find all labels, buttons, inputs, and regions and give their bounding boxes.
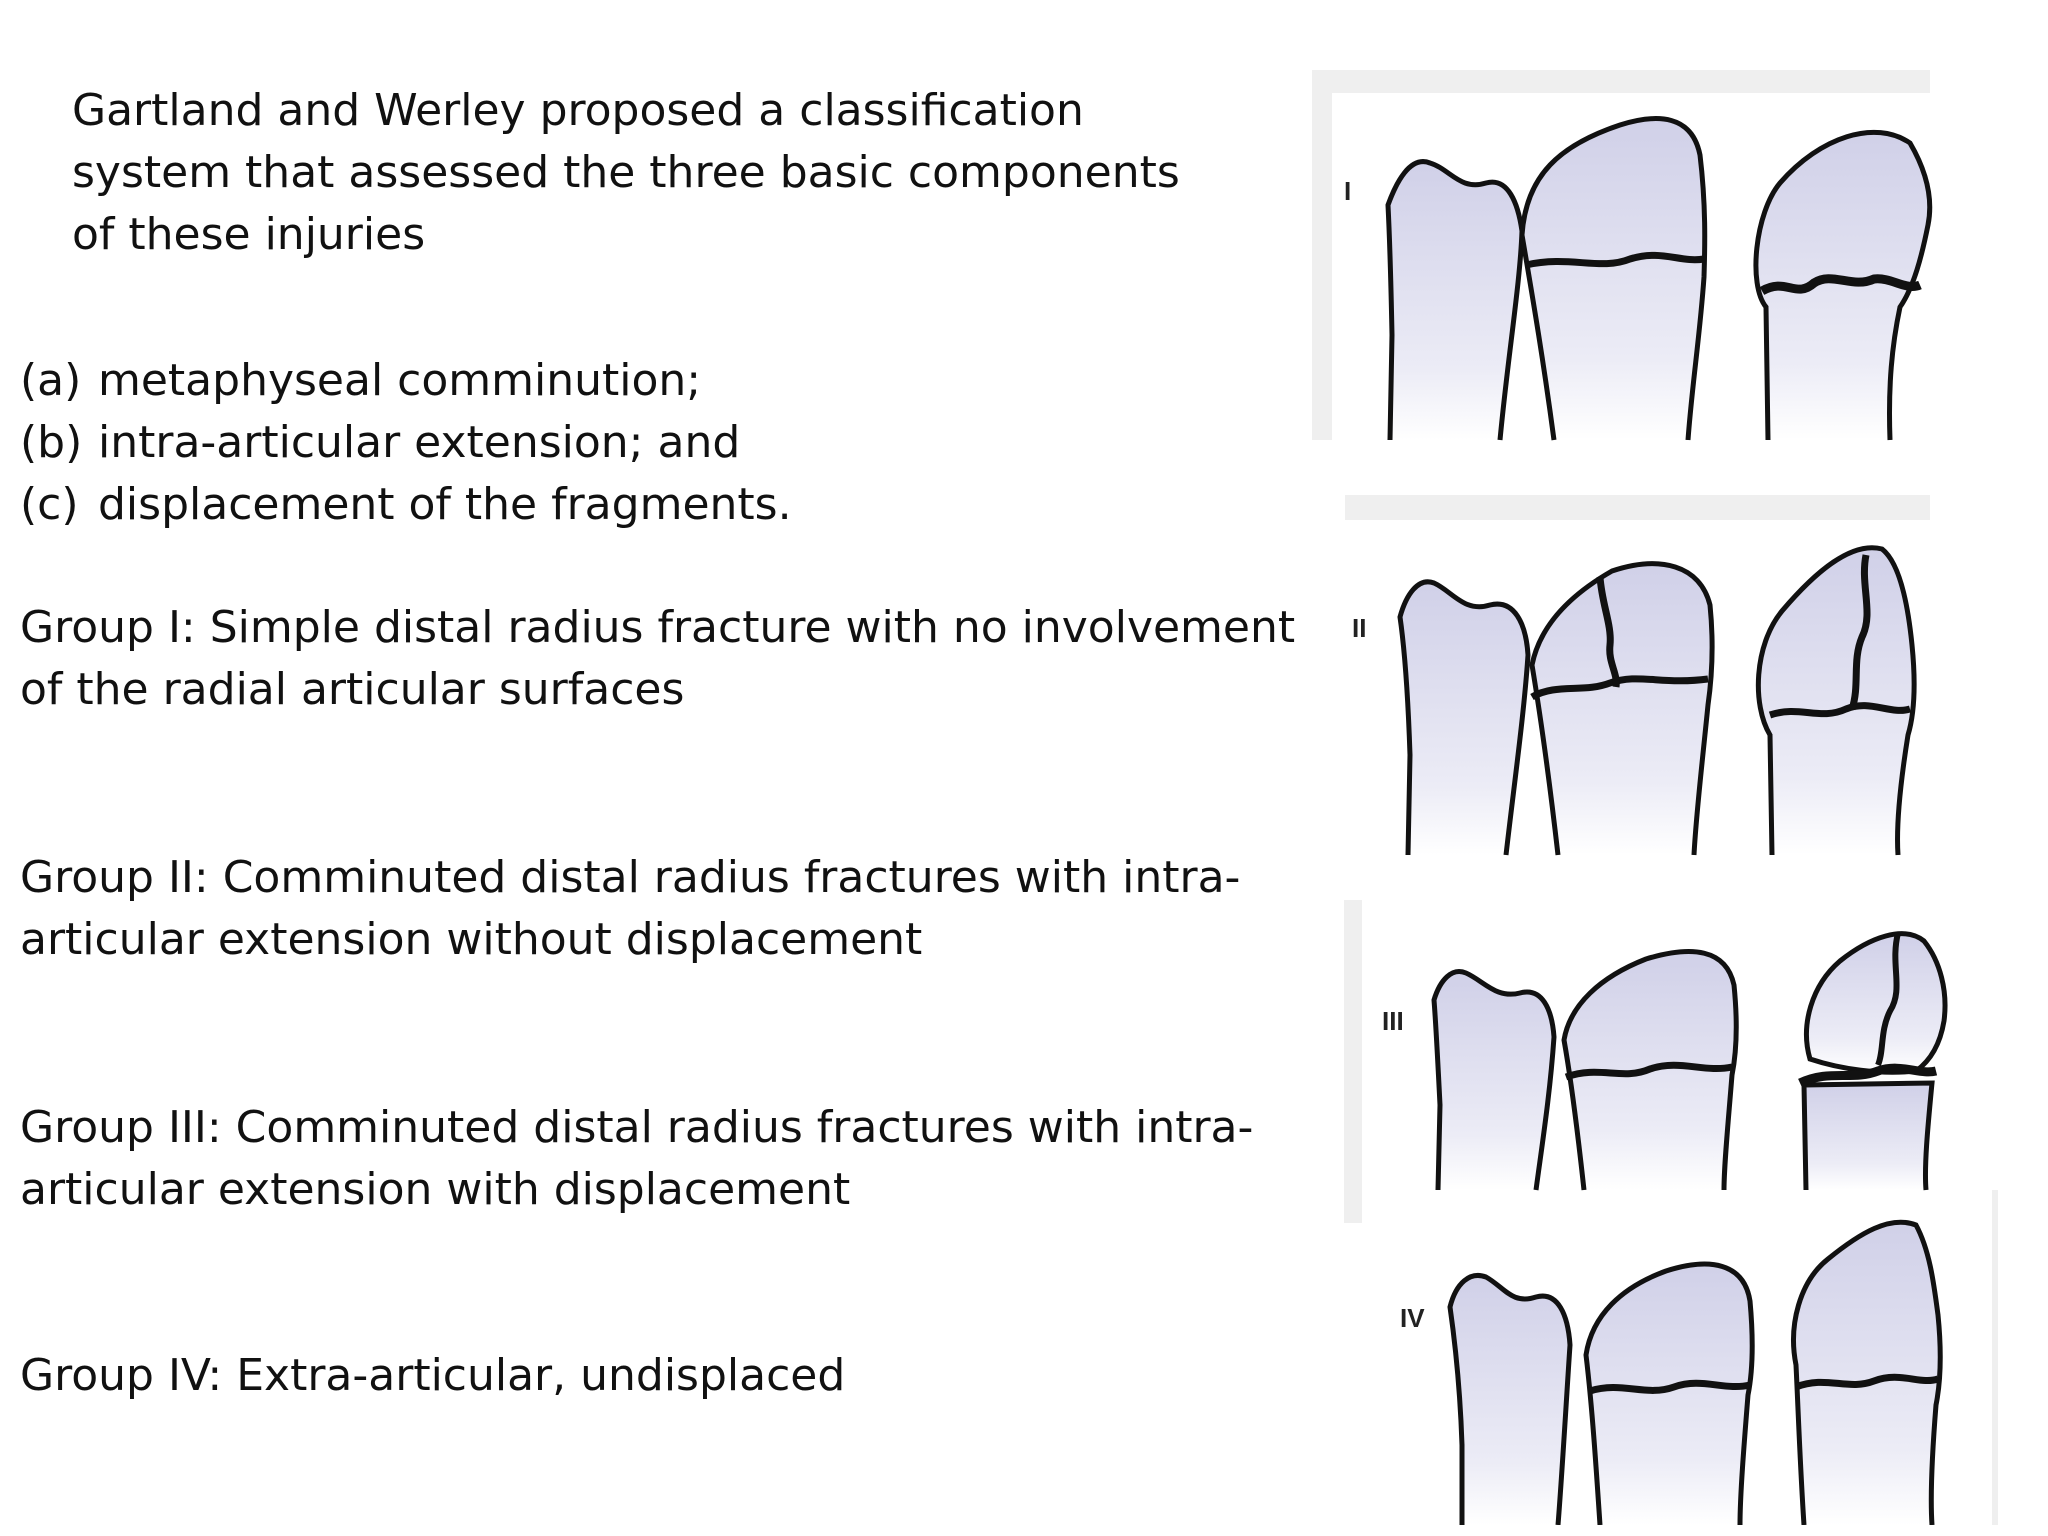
group-2-roman-label: II <box>1352 613 1366 643</box>
fracture-line <box>1759 274 1922 296</box>
fracture-line <box>1794 1373 1940 1391</box>
radius-bone-shape <box>1753 129 1933 441</box>
list-item-label: (a) <box>20 355 82 406</box>
fracture-line <box>1596 576 1620 688</box>
list-item-label: (c) <box>20 479 79 530</box>
radius-bone-shape <box>1447 1273 1573 1525</box>
intro-text: Gartland and Werley proposed a classific… <box>72 85 1180 260</box>
radius-bone-shape <box>1801 1080 1935 1191</box>
fracture-line <box>1768 702 1912 719</box>
radius-bone-shape <box>1519 116 1708 441</box>
group-2-illustration: II <box>1345 495 1930 856</box>
radius-bone-shape <box>1529 561 1715 856</box>
group-4-roman-label: IV <box>1400 1303 1425 1333</box>
fracture-line <box>1530 675 1709 701</box>
fracture-classification-figure: I II III IV <box>1312 70 1998 1525</box>
fracture-line <box>1798 1063 1938 1088</box>
radius-bone-shape <box>1804 931 1948 1075</box>
list-item-text: displacement of the fragments. <box>98 479 792 530</box>
radius-bone-shape <box>1755 545 1917 856</box>
group-1-illustration: I <box>1312 70 1933 441</box>
radius-bone-shape <box>1583 1261 1755 1525</box>
group-2-description: Group II: Comminuted distal radius fract… <box>20 852 1241 965</box>
radius-bone-shape <box>1385 159 1525 441</box>
group-1-roman-label: I <box>1344 176 1351 206</box>
fracture-line <box>1588 1379 1751 1395</box>
list-item-text: metaphyseal comminution; <box>98 355 702 406</box>
fracture-line <box>1525 251 1705 269</box>
group-3-illustration: III <box>1344 900 1948 1223</box>
list-item-label: (b) <box>20 417 83 468</box>
list-item: (a) metaphyseal comminution; <box>20 350 792 412</box>
group-4-description: Group IV: Extra-articular, undisplaced <box>20 1350 846 1401</box>
list-item: (b) intra-articular extension; and <box>20 412 792 474</box>
group-3-description: Group III: Comminuted distal radius frac… <box>20 1102 1254 1215</box>
fracture-line <box>1564 1061 1733 1081</box>
radius-bone-shape <box>1397 579 1531 856</box>
fracture-line <box>1848 554 1871 711</box>
components-list: (a) metaphyseal comminution; (b) intra-art… <box>20 350 792 536</box>
list-item-text: intra-articular extension; and <box>98 417 741 468</box>
radius-bone-shape <box>1791 1219 1943 1525</box>
list-item: (c) displacement of the fragments. <box>20 474 792 536</box>
group-4-illustration: IV <box>1400 1190 1998 1525</box>
radius-bone-shape <box>1431 969 1557 1191</box>
group-3-roman-label: III <box>1382 1006 1404 1036</box>
group-1-description: Group I: Simple distal radius fracture w… <box>20 602 1296 715</box>
fracture-line <box>1875 932 1901 1067</box>
